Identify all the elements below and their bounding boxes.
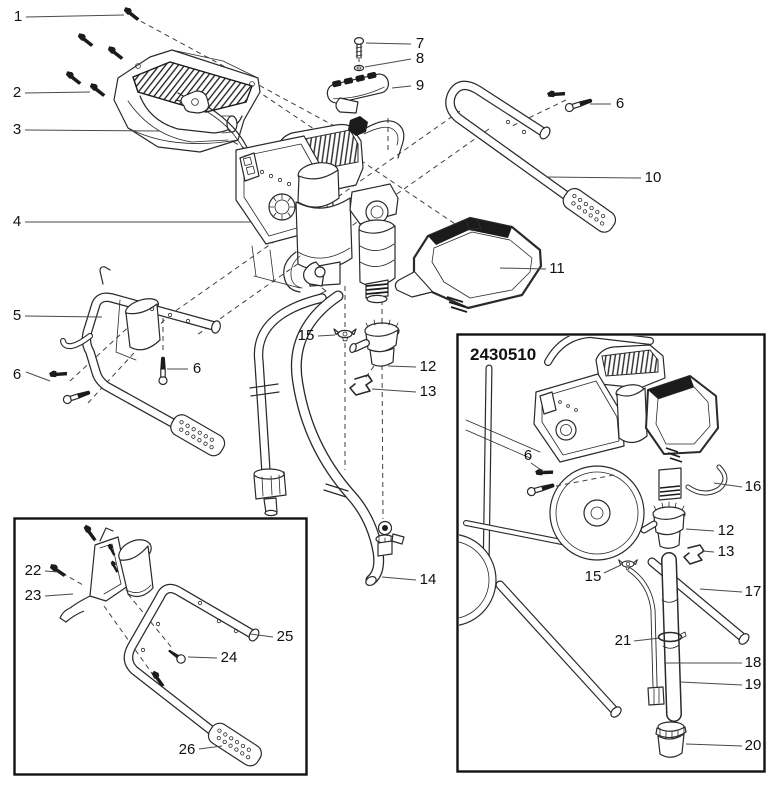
callout-2: 2 (13, 84, 21, 101)
cart-frame (60, 266, 228, 459)
callout-3: 3 (13, 121, 21, 138)
inset-right-drawing (459, 336, 750, 758)
callout-leaders-inset-right (530, 462, 743, 747)
callout-26: 26 (179, 741, 196, 758)
callout-r12: 12 (718, 522, 735, 539)
callout-r15: 15 (585, 568, 602, 585)
inset-code-label: 2430510 (470, 345, 536, 364)
callout-10: 10 (645, 169, 662, 186)
callout-4: 4 (13, 213, 21, 230)
callout-leaders-main (24, 14, 642, 581)
callout-11: 11 (549, 260, 565, 277)
retainer-clip-13 (349, 374, 373, 396)
callout-22: 22 (25, 562, 42, 579)
front-shroud (394, 216, 543, 313)
callout-12: 12 (420, 358, 437, 375)
callout-r18: 18 (745, 654, 762, 671)
callout-r16: 16 (745, 478, 762, 495)
callout-6a: 6 (13, 366, 21, 383)
handle-bolts-6 (546, 86, 595, 114)
callout-13: 13 (420, 383, 437, 400)
inset-left: 22 23 25 24 26 (13, 517, 308, 776)
handle-grip-screw-7 (353, 36, 365, 59)
inset-right: 2430510 (456, 333, 766, 773)
callout-9: 9 (416, 77, 424, 94)
callout-6b: 6 (193, 360, 201, 377)
callout-5: 5 (13, 307, 21, 324)
callout-14: 14 (420, 571, 437, 588)
inlet-fitting-12 (349, 318, 400, 367)
callout-labels-inset-left: 22 23 25 24 26 (25, 562, 294, 758)
callout-r21: 21 (615, 632, 632, 649)
callout-leaders-inset-left (44, 570, 274, 750)
callout-r20: 20 (745, 737, 762, 754)
inset-left-drawing (48, 523, 264, 769)
cart-handle (445, 80, 619, 235)
suction-tube (249, 293, 327, 517)
callout-8: 8 (416, 50, 424, 67)
callout-15: 15 (298, 327, 315, 344)
callout-r19: 19 (745, 676, 762, 693)
pump-assembly (175, 90, 405, 307)
callout-24: 24 (221, 649, 238, 666)
callout-7: 7 (416, 35, 424, 52)
callout-r17: 17 (745, 583, 762, 600)
wing-fitting-15 (333, 328, 357, 342)
pressure-hose-14 (290, 290, 405, 587)
callout-6c: 6 (616, 95, 624, 112)
callout-r13: 13 (718, 543, 735, 560)
callout-r6: 6 (524, 447, 532, 464)
mounting-screw-1 (122, 6, 142, 22)
callout-labels-inset-right: 6 16 12 13 15 17 21 18 19 20 (524, 447, 762, 754)
washer-8 (353, 64, 365, 72)
callout-23: 23 (25, 587, 42, 604)
callout-labels-main: 1 2 3 4 5 6 6 7 8 9 6 10 11 15 12 13 14 (13, 8, 662, 588)
callout-1: 1 (14, 8, 22, 25)
cart-bolts-6 (48, 355, 168, 406)
handle-grip-9 (326, 72, 390, 114)
callout-25: 25 (277, 628, 294, 645)
